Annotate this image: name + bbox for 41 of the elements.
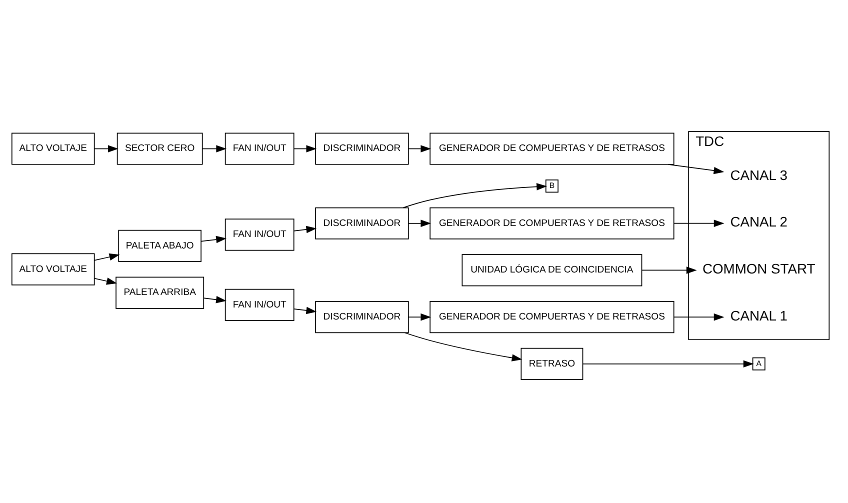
arrow: [674, 219, 724, 227]
node-box: DISCRIMINADOR: [315, 206, 409, 239]
arrow: [642, 266, 697, 274]
arrow: [294, 225, 317, 233]
node-box: DISCRIMINADOR: [315, 300, 409, 333]
node-box: RETRASO: [520, 347, 584, 380]
arrow: [94, 144, 118, 152]
arrow: [94, 252, 120, 260]
arrow: [203, 296, 226, 303]
node-box: FAN IN/OUT: [224, 288, 294, 320]
arrow: [408, 312, 432, 320]
arrow: [402, 182, 548, 208]
arrow: [202, 144, 227, 152]
arrow: [294, 144, 317, 152]
arrow: [408, 144, 432, 152]
arrow: [674, 312, 724, 320]
node-box: FAN IN/OUT: [224, 132, 294, 164]
arrow: [200, 235, 227, 243]
node-box: UNIDAD LÓGICA DE COINCIDENCIA: [462, 254, 642, 286]
arrow: [408, 219, 432, 227]
arrow: [94, 277, 117, 284]
node-text: CANAL 2: [730, 213, 788, 230]
arrow: [404, 332, 522, 361]
node-box: PALETA ARRIBA: [116, 276, 204, 308]
arrow: [668, 163, 724, 174]
node-box: SECTOR CERO: [116, 132, 203, 164]
node-box: A: [752, 356, 766, 370]
node-box: GENERADOR DE COMPUERTAS Y DE RETRASOS: [430, 206, 674, 239]
node-box: GENERADOR DE COMPUERTAS Y DE RETRASOS: [430, 300, 674, 333]
arrow: [582, 360, 754, 368]
node-box: ALTO VOLTAJE: [11, 252, 95, 285]
node-text: CANAL 1: [730, 306, 788, 323]
node-text: COMMON START: [702, 260, 816, 276]
node-box: B: [545, 179, 558, 192]
node-box: ALTO VOLTAJE: [11, 132, 95, 164]
arrow: [294, 306, 317, 314]
node-box: GENERADOR DE COMPUERTAS Y DE RETRASOS: [430, 132, 674, 164]
node-text: CANAL 3: [730, 166, 788, 182]
node-box: FAN IN/OUT: [224, 218, 294, 250]
node-box: DISCRIMINADOR: [315, 132, 409, 164]
node-box: PALETA ABAJO: [118, 229, 202, 262]
